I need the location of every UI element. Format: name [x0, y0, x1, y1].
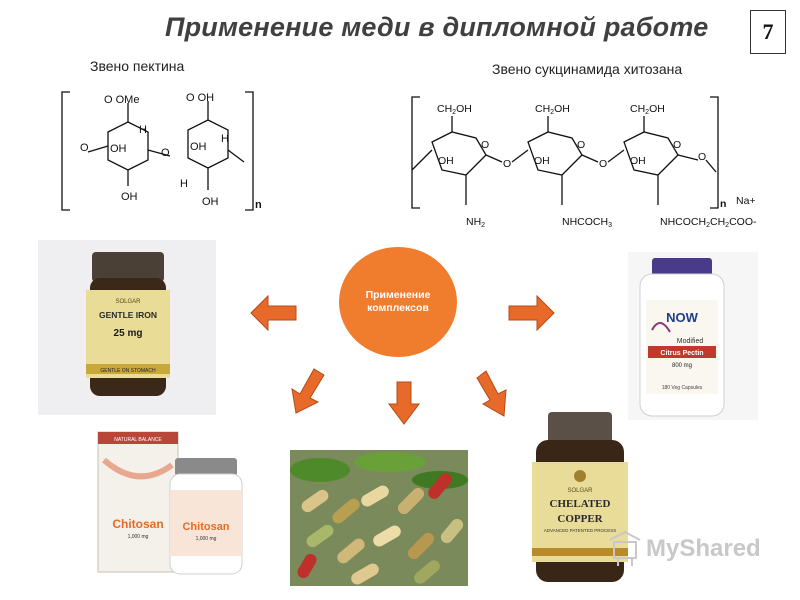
- arrow-down-left: [291, 368, 325, 414]
- citrus-pectin-name: Modified: [677, 338, 704, 345]
- pectin-o-left: O: [80, 142, 89, 154]
- copper-brand: SOLGAR: [567, 488, 593, 494]
- slide-number: 7: [750, 10, 786, 54]
- citrus-pectin-brand: NOW: [666, 310, 699, 325]
- arrow-left: [250, 294, 297, 332]
- watermark-icon: [609, 530, 641, 566]
- pectin-o-mid: O: [161, 147, 170, 159]
- chitosan-o-link1: O: [503, 158, 511, 170]
- citrus-pectin-dose: 800 mg: [672, 363, 692, 369]
- watermark-text: MyShared: [646, 535, 761, 562]
- pectin-ome: O OMe: [104, 94, 139, 106]
- pectin-oh-2: OH: [190, 141, 207, 153]
- pectin-labels: O OMe O OH O OH H O OH H OH H OH n: [80, 92, 262, 211]
- chitosan-n: n: [720, 198, 726, 210]
- chitosan-jar-name: Chitosan: [182, 521, 229, 533]
- chitosan-jar-dose: 1,000 mg: [196, 536, 217, 542]
- copper-name: CHELATED: [550, 498, 611, 510]
- pectin-h-1: H: [139, 124, 147, 136]
- chitosan-o-link3: O: [698, 151, 706, 163]
- pectin-h-2: H: [221, 133, 229, 145]
- gentle-iron-name: GENTLE IRON: [99, 310, 157, 320]
- arrow-down: [388, 381, 420, 425]
- chitosan-formula: [411, 96, 719, 209]
- chitosan-ch2oh-1: CH2OH: [437, 103, 472, 116]
- chitosan-labels: CH2OH CH2OH CH2OH OH OH OH O O O O O O N…: [437, 103, 757, 229]
- pectin-oh-top: O OH: [186, 92, 214, 104]
- chitosan-succinamide: NHCOCH2CH2COO-: [660, 216, 757, 229]
- arrow-right: [508, 294, 555, 332]
- chitosan-na: Na+: [736, 195, 756, 207]
- capsules-image: [290, 450, 468, 586]
- chelated-copper-product: SOLGAR CHELATED COPPER ADVANCED PATENTED…: [532, 412, 628, 582]
- pectin-n: n: [255, 199, 262, 211]
- chitosan-ch2oh-3: CH2OH: [630, 103, 665, 116]
- pectin-h-bottom: H: [180, 178, 188, 190]
- arrows: [250, 294, 555, 425]
- chitosan-nhcoch3: NHCOCH3: [562, 216, 612, 229]
- pectin-oh-1: OH: [110, 143, 127, 155]
- chitosan-o-ring3: O: [673, 139, 681, 151]
- chitosan-o-link2: O: [599, 158, 607, 170]
- chitosan-oh-3: OH: [630, 155, 646, 167]
- applications-center-node: Применение комплексов: [339, 247, 457, 357]
- center-label: Применение комплексов: [365, 289, 431, 314]
- pectin-oh-bottom1: OH: [121, 191, 138, 203]
- chitosan-o-ring1: O: [481, 139, 489, 151]
- gentle-iron-brand: SOLGAR: [115, 299, 141, 305]
- slide-title: Применение меди в дипломной работе: [165, 12, 709, 42]
- chitosan-o-ring2: O: [577, 139, 585, 151]
- citrus-pectin-count: 180 Veg Capsules: [662, 385, 703, 391]
- arrow-down-right: [476, 370, 507, 417]
- pectin-oh-bottom2: OH: [202, 196, 219, 208]
- chitosan-nh2: NH2: [466, 216, 485, 229]
- citrus-pectin-product: NOW Modified Citrus Pectin 800 mg 180 Ve…: [628, 252, 758, 420]
- copper-name2: COPPER: [557, 513, 603, 525]
- pectin-formula: [61, 91, 254, 211]
- citrus-pectin-name2: Citrus Pectin: [660, 350, 703, 357]
- chitosan-box-name: Chitosan: [112, 517, 163, 531]
- chitosan-oh-1: OH: [438, 155, 454, 167]
- chitosan-oh-2: OH: [534, 155, 550, 167]
- chitosan-label: Звено сукцинамида хитозана: [492, 61, 683, 77]
- gentle-iron-product: SOLGAR GENTLE IRON 25 mg GENTLE ON STOMA…: [38, 240, 216, 415]
- copper-note: ADVANCED PATENTED PROCESS: [544, 528, 617, 533]
- chitosan-product: NATURAL BALANCE Chitosan 1,000 mg Chitos…: [97, 431, 243, 575]
- gentle-iron-dose: 25 mg: [114, 328, 143, 339]
- pectin-label: Звено пектина: [90, 58, 185, 74]
- chitosan-box-brand: NATURAL BALANCE: [114, 437, 162, 443]
- chitosan-box-dose: 1,000 mg: [128, 534, 149, 540]
- chitosan-ch2oh-2: CH2OH: [535, 103, 570, 116]
- gentle-iron-note: GENTLE ON STOMACH: [100, 368, 156, 374]
